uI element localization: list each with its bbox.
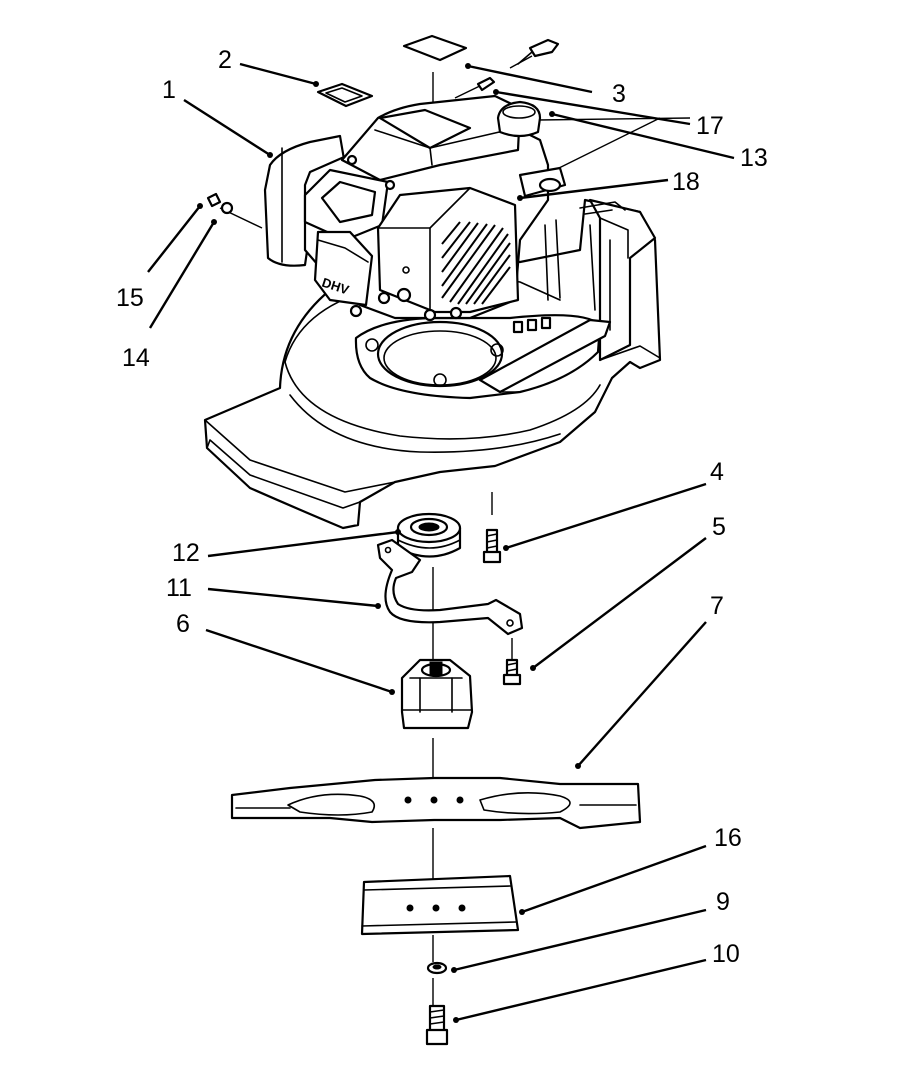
callout-11: 11 xyxy=(166,574,192,602)
blade-adapter xyxy=(400,658,474,730)
pin xyxy=(476,76,496,92)
callout-10: 10 xyxy=(712,940,740,968)
gasket xyxy=(316,82,374,108)
callout-labels: 1 2 3 4 5 6 7 9 10 11 12 13 14 15 16 17 … xyxy=(116,46,768,968)
filter-element xyxy=(402,34,468,62)
bracket xyxy=(376,538,524,636)
assembly-axis-lines xyxy=(219,55,691,1006)
callout-4: 4 xyxy=(710,458,724,486)
callout-16: 16 xyxy=(714,824,742,852)
engine: DHV xyxy=(263,94,567,322)
callout-9: 9 xyxy=(716,888,730,916)
small-engine-parts xyxy=(206,34,560,215)
mower-deck xyxy=(203,198,662,530)
stiffener xyxy=(360,874,520,936)
wire-connector xyxy=(528,38,560,58)
screw xyxy=(206,192,222,208)
callout-7: 7 xyxy=(710,592,724,620)
fuel-cap xyxy=(496,100,542,138)
callout-14: 14 xyxy=(122,344,150,372)
bolt-4 xyxy=(482,528,502,564)
callout-3: 3 xyxy=(612,80,626,108)
bolt-5 xyxy=(502,658,522,686)
pulley xyxy=(396,512,462,558)
callout-12: 12 xyxy=(172,539,200,567)
callout-5: 5 xyxy=(712,513,726,541)
blade-washer xyxy=(426,961,448,975)
callout-15: 15 xyxy=(116,284,144,312)
callout-13: 13 xyxy=(740,144,768,172)
washer xyxy=(220,201,234,215)
callout-17: 17 xyxy=(696,112,724,140)
callout-6: 6 xyxy=(176,610,190,638)
blade-bolt xyxy=(425,1004,449,1046)
callout-18: 18 xyxy=(672,168,700,196)
leader-lines xyxy=(147,62,735,1023)
callout-2: 2 xyxy=(218,46,232,74)
blade xyxy=(230,776,642,830)
callout-1: 1 xyxy=(162,76,176,104)
